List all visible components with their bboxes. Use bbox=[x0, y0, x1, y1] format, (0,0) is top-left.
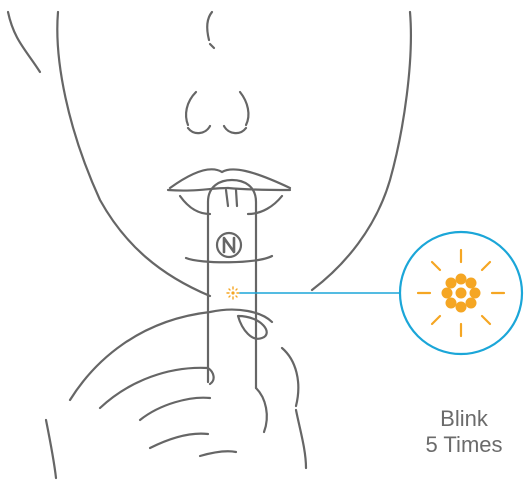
lips bbox=[168, 169, 290, 214]
n-logo-glyph bbox=[224, 238, 234, 252]
callout-caption-line2: 5 Times bbox=[400, 432, 528, 458]
led-callout bbox=[400, 232, 522, 354]
led-dots bbox=[442, 274, 481, 313]
callout-caption-line1: Blink bbox=[400, 406, 528, 432]
hand bbox=[46, 310, 306, 478]
face-outline bbox=[8, 12, 411, 296]
blinking-led-icon bbox=[227, 287, 239, 299]
device bbox=[208, 180, 256, 388]
nose bbox=[186, 92, 248, 133]
